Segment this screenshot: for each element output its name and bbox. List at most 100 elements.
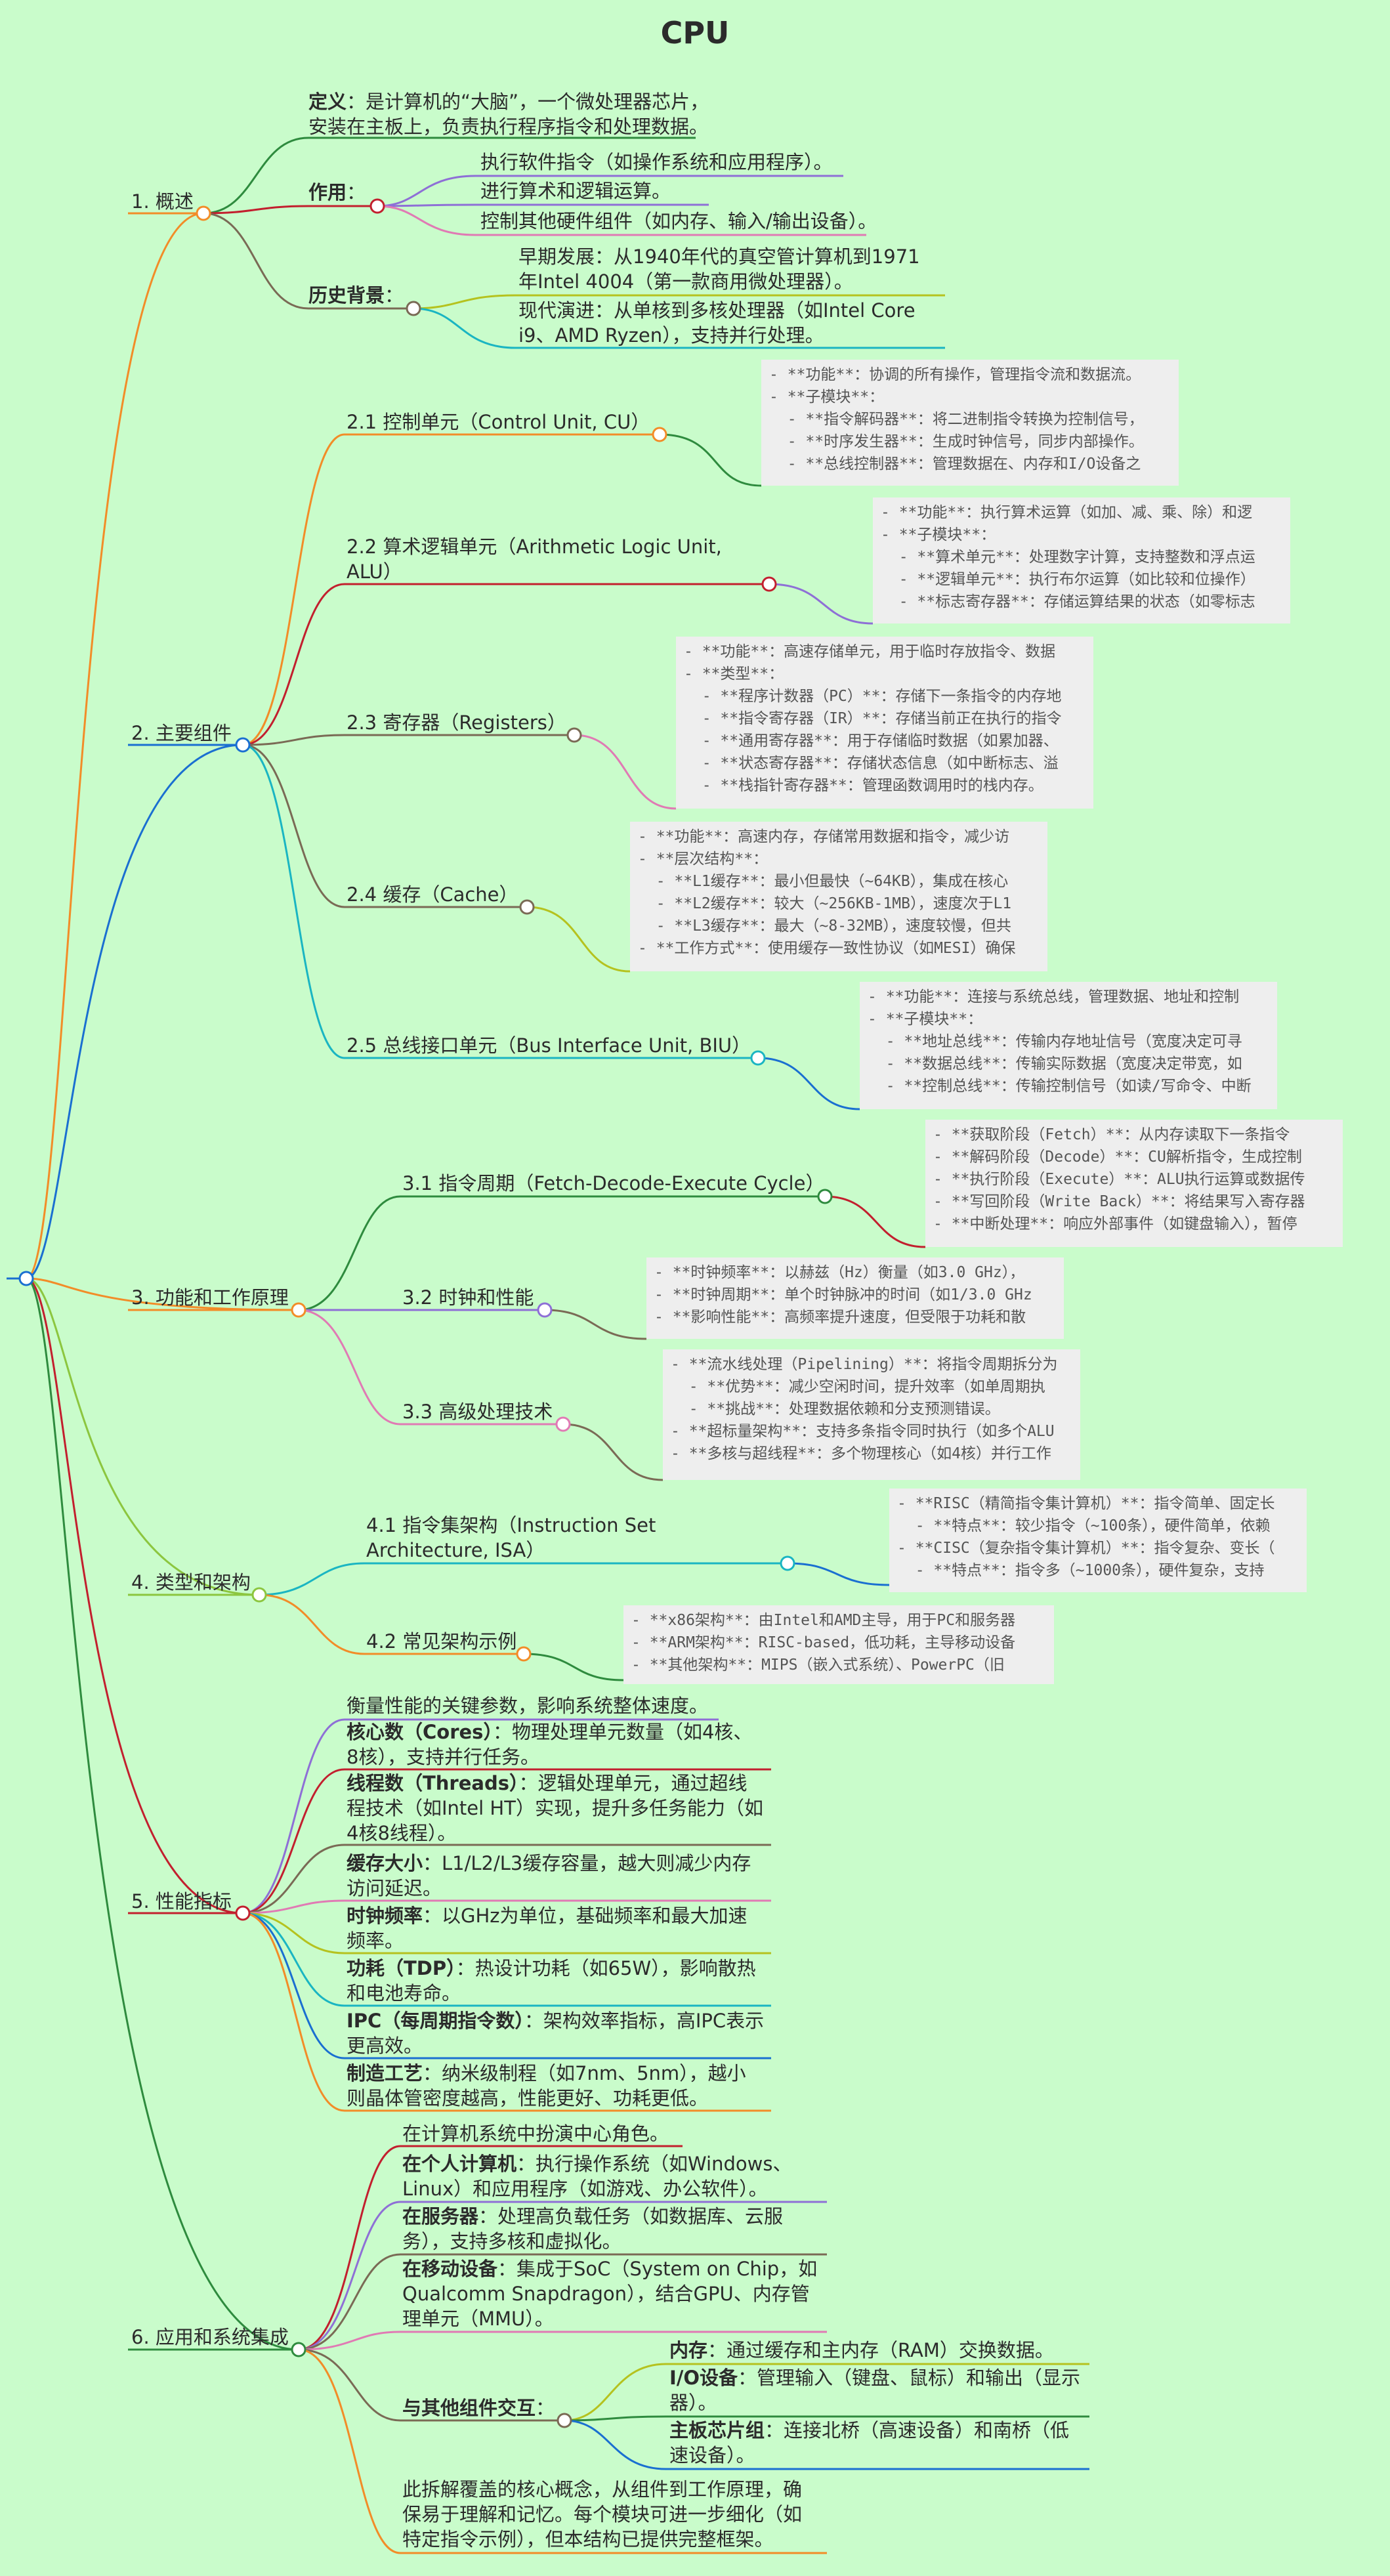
app-mobile[interactable]: 在移动设备：集成于SoC（System on Chip，如 Qualcomm S… (402, 2256, 817, 2331)
node-alu[interactable]: 2.2 算术逻辑单元（Arithmetic Logic Unit, ALU） (347, 534, 722, 584)
instruction-cycle-code-block: - **获取阶段（Fetch）**：从内存读取下一条指令 - **解码阶段（De… (925, 1120, 1343, 1247)
metric-cores[interactable]: 核心数（Cores）：物理处理单元数量（如4核、 8核），支持并行任务。 (347, 1720, 752, 1769)
clock-performance-code-block: - **时钟频率**：以赫兹（Hz）衡量（如3.0 GHz）， - **时钟周期… (646, 1257, 1064, 1339)
node-bus-interface-unit[interactable]: 2.5 总线接口单元（Bus Interface Unit, BIU） (347, 1034, 751, 1057)
history-early-line1: 早期发展：从1940年代的真空管计算机到1971 (518, 245, 920, 268)
code-line: - **算术单元**：处理数字计算，支持整数和浮点运 (881, 549, 1255, 566)
node-clock-performance[interactable]: 3.2 时钟和性能 (402, 1286, 534, 1309)
metric-process-text-2: 则晶体管密度越高，性能更好、功耗更低。 (347, 2087, 709, 2109)
summary-note[interactable]: 此拆解覆盖的核心概念，从组件到工作原理，确 保易于理解和记忆。每个模块可进一步细… (402, 2477, 802, 2552)
metric-cache-text: ：L1/L2/L3缓存容量，越大则减少内存 (423, 1852, 751, 1874)
node-cache[interactable]: 2.4 缓存（Cache） (347, 883, 518, 906)
metric-threads-text-2: 程技术（如Intel HT）实现，提升多任务能力（如 (347, 1797, 763, 1819)
app-mobile-text: ：集成于SoC（System on Chip，如 (497, 2258, 818, 2280)
node-advanced-processing[interactable]: 3.3 高级处理技术 (402, 1401, 553, 1423)
metric-threads-text-3: 4核8线程）。 (347, 1822, 457, 1844)
metric-cache-heading: 缓存大小 (347, 1852, 423, 1874)
role-heading: 作用 (308, 181, 347, 203)
code-line: - **其他架构**：MIPS（嵌入式系统）、PowerPC（旧 (631, 1657, 1005, 1674)
interaction-heading: 与其他组件交互 (402, 2397, 536, 2419)
history-item-early[interactable]: 早期发展：从1940年代的真空管计算机到1971 年Intel 4004（第一款… (518, 244, 920, 294)
alu-line2: ALU） (347, 560, 402, 583)
interaction-chipset[interactable]: 主板芯片组：连接北桥（高速设备）和南桥（低 速设备）。 (669, 2418, 1069, 2468)
metric-tdp[interactable]: 功耗（TDP）：热设计功耗（如65W），影响散热 和电池寿命。 (347, 1956, 756, 2006)
interaction-chipset-text-2: 速设备）。 (669, 2444, 755, 2466)
node-history[interactable]: 历史背景： (308, 283, 404, 308)
code-line: - **L2缓存**：较大（~256KB-1MB），速度次于L1 (638, 895, 1012, 912)
registers-code-block: - **功能**：高速存储单元，用于临时存放指令、数据 - **类型**： - … (676, 637, 1093, 809)
summary-note-line3: 特定指令示例），但本结构已提供完整框架。 (402, 2528, 774, 2550)
code-line: - **指令解码器**：将二进制指令转换为控制信号， (769, 411, 1144, 428)
alu-code-block: - **功能**：执行算术运算（如加、减、乘、除）和逻 - **子模块**： -… (873, 497, 1290, 623)
metric-tdp-heading: 功耗（TDP） (347, 1957, 456, 1979)
node-definition[interactable]: 定义：是计算机的“大脑”，一个微处理器芯片， 安装在主板上，负责执行程序指令和处… (308, 89, 709, 139)
code-line: - **流水线处理（Pipelining）**：将指令周期拆分为 (671, 1356, 1058, 1373)
node-component-interaction[interactable]: 与其他组件交互： (402, 2396, 555, 2420)
app-pc-text: ：执行操作系统（如Windows、 (516, 2153, 792, 2175)
code-line: - **x86架构**：由Intel和AMD主导，用于PC和服务器 (631, 1612, 1016, 1629)
code-line: - **功能**：高速内存，存储常用数据和指令，减少访 (638, 828, 1010, 845)
node-overview[interactable]: 1. 概述 (131, 190, 194, 213)
code-line: - **子模块**： (868, 1011, 983, 1028)
metric-threads[interactable]: 线程数（Threads）：逻辑处理单元，通过超线 程技术（如Intel HT）实… (347, 1771, 763, 1846)
metric-ipc[interactable]: IPC（每周期指令数）：架构效率指标，高IPC表示 更高效。 (347, 2008, 764, 2058)
code-line: - **L3缓存**：最大（~8-32MB），速度较慢，但共 (638, 918, 1011, 935)
metric-ipc-text: ：架构效率指标，高IPC表示 (524, 2010, 765, 2032)
node-registers[interactable]: 2.3 寄存器（Registers） (347, 711, 566, 734)
interaction-memory-heading: 内存 (669, 2339, 708, 2361)
code-line: - **子模块**： (769, 389, 885, 406)
isa-line1: 4.1 指令集架构（Instruction Set (366, 1514, 656, 1536)
app-personal-computer[interactable]: 在个人计算机：执行操作系统（如Windows、 Linux）和应用程序（如游戏、… (402, 2151, 791, 2201)
metric-cores-heading: 核心数（Cores） (347, 1721, 493, 1743)
code-line: - **时钟周期**：单个时钟脉冲的时间（如1/3.0 GHz (654, 1286, 1032, 1303)
node-applications-integration[interactable]: 6. 应用和系统集成 (131, 2326, 289, 2348)
metric-threads-text: ：逻辑处理单元，通过超线 (518, 1772, 748, 1794)
node-types-architecture[interactable]: 4. 类型和架构 (131, 1571, 251, 1594)
architecture-examples-code-block: - **x86架构**：由Intel和AMD主导，用于PC和服务器 - **AR… (623, 1605, 1054, 1684)
interaction-memory[interactable]: 内存：通过缓存和主内存（RAM）交换数据。 (669, 2338, 1054, 2363)
app-intro[interactable]: 在计算机系统中扮演中心角色。 (402, 2122, 669, 2145)
role-colon: ： (347, 181, 366, 203)
metric-clock-text: ：以GHz为单位，基础频率和最大加速 (423, 1905, 748, 1927)
metric-threads-heading: 线程数（Threads） (347, 1772, 519, 1794)
app-mobile-text-2: Qualcomm Snapdragon），结合GPU、内存管 (402, 2283, 810, 2305)
history-item-modern[interactable]: 现代演进：从单核到多核处理器（如Intel Core i9、AMD Ryzen）… (518, 298, 916, 348)
app-server[interactable]: 在服务器：处理高负载任务（如数据库、云服 务），支持多核和虚拟化。 (402, 2204, 783, 2254)
node-control-unit[interactable]: 2.1 控制单元（Control Unit, CU） (347, 411, 650, 433)
node-main-components[interactable]: 2. 主要组件 (131, 722, 232, 744)
node-isa[interactable]: 4.1 指令集架构（Instruction Set Architecture, … (366, 1513, 656, 1563)
metric-tdp-text-2: 和电池寿命。 (347, 1982, 461, 2004)
code-line: - **程序计数器（PC）**：存储下一条指令的内存地 (684, 688, 1062, 705)
interaction-colon: ： (536, 2397, 555, 2419)
node-function-principle[interactable]: 3. 功能和工作原理 (131, 1286, 289, 1309)
code-line: - **RISC（精简指令集计算机）**：指令简单、固定长 (897, 1495, 1275, 1512)
role-item-3[interactable]: 控制其他硬件组件（如内存、输入/输出设备）。 (480, 210, 877, 232)
code-line: - **时序发生器**：生成时钟信号，同步内部操作。 (769, 433, 1144, 450)
role-item-2[interactable]: 进行算术和逻辑运算。 (480, 180, 671, 202)
history-early-line2: 年Intel 4004（第一款商用微处理器）。 (518, 270, 853, 293)
node-architecture-examples[interactable]: 4.2 常见架构示例 (366, 1630, 517, 1653)
code-line: - **挑战**：处理数据依赖和分支预测错误。 (671, 1401, 1000, 1418)
mindmap-title: CPU (660, 15, 730, 51)
metric-intro[interactable]: 衡量性能的关键参数，影响系统整体速度。 (347, 1695, 709, 1717)
bus-interface-code-block: - **功能**：连接与系统总线，管理数据、地址和控制 - **子模块**： -… (860, 982, 1277, 1109)
app-mobile-heading: 在移动设备 (402, 2258, 498, 2280)
interaction-io-devices[interactable]: I/O设备：管理输入（键盘、鼠标）和输出（显示 器）。 (669, 2365, 1080, 2415)
metric-clock-frequency[interactable]: 时钟频率：以GHz为单位，基础频率和最大加速 频率。 (347, 1903, 748, 1953)
code-line: - **栈指针寄存器**：管理函数调用时的栈内存。 (684, 777, 1043, 794)
control-unit-code-block: - **功能**：协调的所有操作，管理指令流和数据流。 - **子模块**： -… (761, 360, 1179, 486)
metric-clock-text-2: 频率。 (347, 1930, 404, 1952)
code-line: - **获取阶段（Fetch）**：从内存读取下一条指令 (933, 1126, 1290, 1143)
node-performance-metrics[interactable]: 5. 性能指标 (131, 1890, 232, 1912)
history-modern-line1: 现代演进：从单核到多核处理器（如Intel Core (518, 299, 916, 322)
code-line: - **地址总线**：传输内存地址信号（宽度决定可寻 (868, 1033, 1242, 1050)
summary-note-line1: 此拆解覆盖的核心概念，从组件到工作原理，确 (402, 2478, 803, 2501)
metric-clock-heading: 时钟频率 (347, 1905, 423, 1927)
code-line: - **中断处理**：响应外部事件（如键盘输入），暂停 (933, 1215, 1297, 1233)
role-item-1[interactable]: 执行软件指令（如操作系统和应用程序）。 (480, 151, 833, 173)
node-role[interactable]: 作用： (308, 180, 366, 205)
alu-line1: 2.2 算术逻辑单元（Arithmetic Logic Unit, (347, 536, 722, 558)
metric-cache-size[interactable]: 缓存大小：L1/L2/L3缓存容量，越大则减少内存 访问延迟。 (347, 1851, 751, 1901)
metric-process-node[interactable]: 制造工艺：纳米级制程（如7nm、5nm），越小 则晶体管密度越高，性能更好、功耗… (347, 2061, 746, 2111)
node-instruction-cycle[interactable]: 3.1 指令周期（Fetch-Decode-Execute Cycle） (402, 1172, 825, 1194)
